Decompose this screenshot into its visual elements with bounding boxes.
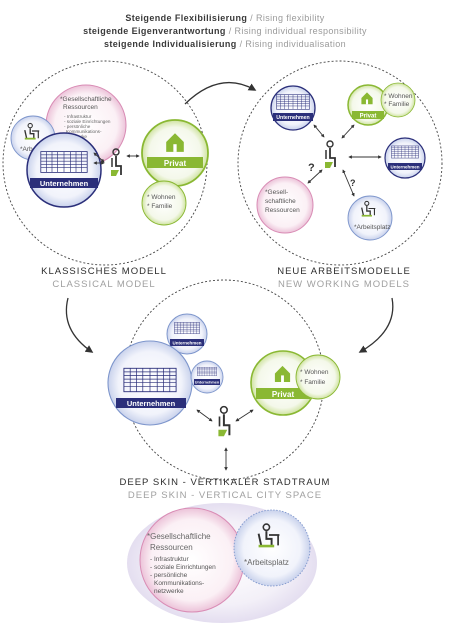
svg-text:* Familie: * Familie [300, 379, 326, 386]
svg-text:*Arbeitsplatz: *Arbeitsplatz [244, 558, 289, 567]
svg-text:Privat: Privat [272, 390, 295, 399]
classical-title-en: CLASSICAL MODEL [52, 279, 155, 290]
person-icon [324, 140, 336, 169]
person-icon [110, 148, 122, 177]
svg-text:Unternehmen: Unternehmen [172, 341, 201, 346]
svg-text:Unternehmen: Unternehmen [195, 381, 220, 385]
svg-text:Ressourcen: Ressourcen [265, 207, 300, 214]
header: Steigende Flexibilisierung / Rising flex… [83, 13, 367, 49]
new-model: Unternehmen Privat * Wohnen * Familie Un… [237, 60, 443, 266]
ressourcen-label-1: *Gesellschaftliche [60, 96, 112, 103]
familie-label: * Familie [147, 203, 173, 210]
arrow-icon [184, 81, 257, 105]
deepskin-title-de: DEEP SKIN - VERTIKALER STADTRAUM [120, 477, 331, 488]
privat-label: Privat [164, 159, 187, 168]
svg-text:Unternehmen: Unternehmen [276, 115, 309, 121]
svg-text:?: ? [308, 162, 315, 174]
bottom-resources: *Gesellschaftliche Ressourcen - Infrastr… [127, 503, 317, 623]
arrow-icon [65, 297, 94, 353]
svg-text:?: ? [350, 178, 356, 188]
arbeitsplatz-bubble-large [233, 509, 311, 587]
svg-text:* Wohnen: * Wohnen [384, 93, 413, 100]
svg-text:* Familie: * Familie [384, 101, 410, 108]
svg-text:Kommunikations-: Kommunikations- [66, 129, 102, 134]
svg-text:Unternehmen: Unternehmen [127, 399, 176, 408]
svg-text:Unternehmen: Unternehmen [390, 165, 419, 170]
unternehmen-label: Unternehmen [40, 179, 89, 188]
svg-text:* Wohnen: * Wohnen [300, 369, 329, 376]
wohnen-bubble [141, 180, 187, 226]
svg-text:*Arbeitsplatz: *Arbeitsplatz [354, 224, 391, 231]
new-title-de: NEUE ARBEITSMODELLE [277, 266, 411, 277]
header-line-3: steigende Individualisierung / Rising in… [104, 39, 346, 49]
svg-text:- soziale Einrichtungen: - soziale Einrichtungen [64, 119, 111, 124]
svg-text:Privat: Privat [360, 114, 377, 120]
deepskin-title-en: DEEP SKIN - VERTICAL CITY SPACE [128, 490, 322, 501]
svg-text:netzwerke: netzwerke [154, 588, 184, 595]
new-title-en: NEW WORKING MODELS [278, 279, 410, 290]
privat-bubble [141, 119, 209, 187]
classical-model: *Gesellschaftliche Ressourcen - Infrastr… [2, 60, 209, 266]
svg-text:*Gesell-: *Gesell- [265, 189, 288, 196]
svg-text:- persönliche: - persönliche [64, 124, 91, 129]
svg-text:Kommunikations-: Kommunikations- [154, 580, 204, 587]
classical-title-de: KLASSISCHES MODELL [41, 266, 167, 277]
person-icon [217, 405, 231, 438]
header-line-2: steigende Eigenverantwortung / Rising in… [83, 26, 367, 36]
deep-skin-model: Unternehmen Unternehmen Unternehmen Priv… [107, 279, 341, 481]
svg-text:- persönliche: - persönliche [150, 572, 188, 579]
flow-arrows [65, 81, 394, 353]
svg-text:Ressourcen: Ressourcen [150, 543, 193, 552]
svg-text:- Infrastruktur: - Infrastruktur [150, 556, 189, 563]
svg-text:*Gesellschaftliche: *Gesellschaftliche [147, 532, 211, 541]
wohnen-label: * Wohnen [147, 194, 176, 201]
svg-text:- Infrastruktur: - Infrastruktur [64, 114, 92, 119]
header-line-1: Steigende Flexibilisierung / Rising flex… [125, 13, 324, 23]
svg-text:- soziale Einrichtungen: - soziale Einrichtungen [150, 564, 216, 571]
new-boundary [237, 60, 443, 266]
ressourcen-label-2: Ressourcen [63, 104, 98, 111]
arrow-icon [358, 297, 394, 353]
svg-text:schaftliche: schaftliche [265, 198, 296, 205]
